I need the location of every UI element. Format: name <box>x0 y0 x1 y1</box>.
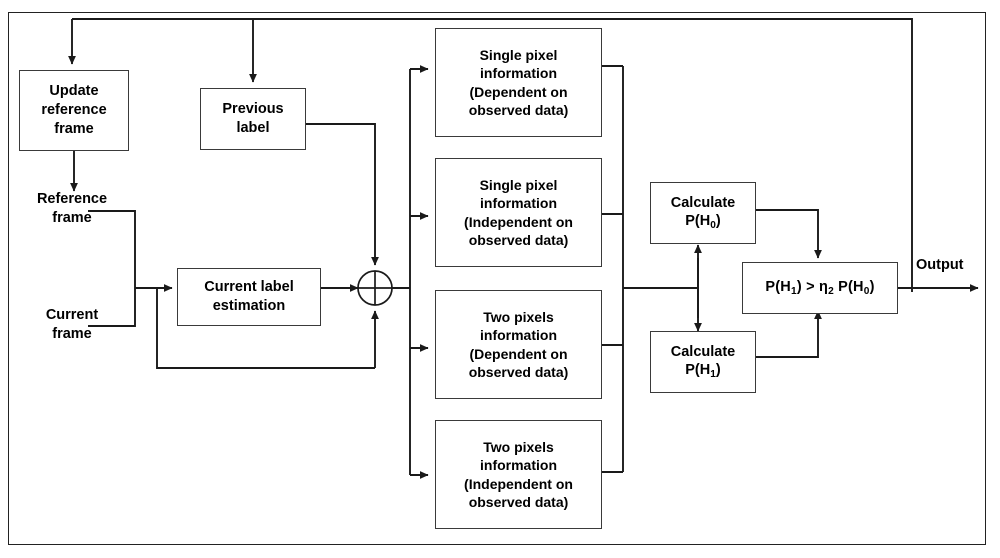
node-update-reference-frame[interactable]: Update reference frame <box>19 70 129 151</box>
node-decision-test[interactable]: P(H1) > η2 P(H0) <box>742 262 898 314</box>
diagram-outer-frame <box>8 12 986 545</box>
node-single-pixel-dependent-line-3: (Dependent on <box>469 83 568 100</box>
label-current-frame-line-1: Current <box>45 307 99 323</box>
node-two-pixels-dependent-line-2: information <box>480 327 557 344</box>
node-single-pixel-dependent-line-2: information <box>480 65 557 82</box>
decision-p0-prefix: P(H <box>838 278 864 295</box>
decision-expression: P(H1) > η2 P(H0) <box>765 278 874 298</box>
node-calculate-p-h0[interactable]: Calculate P(H0) <box>650 182 756 244</box>
decision-p1-suffix: ) <box>796 278 802 295</box>
decision-eta: η <box>819 278 829 295</box>
node-two-pixels-dependent-line-4: observed data) <box>468 363 569 380</box>
node-calculate-p-h1[interactable]: Calculate P(H1) <box>650 331 756 393</box>
decision-p0-suffix: ) <box>869 278 875 295</box>
node-single-pixel-independent-line-1: Single pixel <box>479 177 558 194</box>
label-reference-frame-line-1: Reference <box>36 191 108 207</box>
node-previous-label-line-1: Previous <box>222 101 284 118</box>
node-two-pixels-independent-line-3: (Independent on <box>464 475 573 492</box>
label-current-frame: Current frame <box>22 306 122 344</box>
node-update-reference-frame-line-3: frame <box>54 120 94 137</box>
node-previous-label[interactable]: Previous label <box>200 88 306 150</box>
node-two-pixels-dependent-line-3: (Dependent on <box>469 345 568 362</box>
node-single-pixel-dependent-line-4: observed data) <box>468 101 569 118</box>
node-two-pixels-independent[interactable]: Two pixels information (Independent on o… <box>435 420 602 529</box>
node-single-pixel-independent[interactable]: Single pixel information (Independent on… <box>435 158 602 267</box>
label-current-frame-line-2: frame <box>52 325 92 342</box>
wire-output-feedback-top <box>72 18 913 292</box>
node-previous-label-line-2: label <box>236 120 270 136</box>
summing-junction-symbol <box>357 270 393 306</box>
node-two-pixels-independent-line-2: information <box>480 457 557 474</box>
wire-reference-frame-to-bus <box>88 210 136 288</box>
calc-h0-suffix: ) <box>715 213 721 230</box>
label-reference-frame: Reference frame <box>22 190 122 228</box>
node-calculate-p-h1-line-2: P(H1) <box>685 361 720 381</box>
node-single-pixel-dependent-line-1: Single pixel <box>479 47 558 64</box>
wire-calc-h1-to-decision <box>756 310 822 358</box>
decision-eta-subscript: 2 <box>828 285 834 297</box>
decision-p1-subscript: 1 <box>790 285 797 297</box>
node-two-pixels-dependent[interactable]: Two pixels information (Dependent on obs… <box>435 290 602 399</box>
node-current-label-estimation-line-2: estimation <box>212 298 286 314</box>
node-two-pixels-independent-line-4: observed data) <box>468 493 569 510</box>
node-single-pixel-dependent[interactable]: Single pixel information (Dependent on o… <box>435 28 602 137</box>
wire-current-frame-to-bus <box>88 288 136 327</box>
node-current-label-estimation-line-1: Current label <box>204 279 294 296</box>
node-update-reference-frame-line-2: reference <box>41 102 107 119</box>
node-calculate-p-h1-line-1: Calculate <box>670 343 736 360</box>
node-single-pixel-independent-line-4: observed data) <box>468 231 569 248</box>
calc-h1-suffix: ) <box>715 362 721 379</box>
decision-p1-prefix: P(H <box>765 278 791 295</box>
calc-h0-subscript: 0 <box>710 220 716 232</box>
node-two-pixels-independent-line-1: Two pixels <box>483 439 554 456</box>
node-calculate-p-h0-line-1: Calculate <box>670 194 736 211</box>
wire-lower-feedback-loop <box>156 288 375 369</box>
calc-h1-prefix: P(H <box>685 362 711 379</box>
node-single-pixel-independent-line-3: (Independent on <box>464 213 573 230</box>
decision-p0-subscript: 0 <box>863 285 870 297</box>
label-reference-frame-line-2: frame <box>52 209 92 226</box>
node-update-reference-frame-line-1: Update <box>49 83 99 100</box>
label-output: Output <box>916 257 964 273</box>
calc-h1-subscript: 1 <box>710 369 716 381</box>
decision-operator: > <box>806 278 815 295</box>
node-current-label-estimation[interactable]: Current label estimation <box>177 268 321 326</box>
node-single-pixel-independent-line-2: information <box>480 195 557 212</box>
wire-previous-label-to-summing-junction <box>306 123 379 266</box>
wire-calc-h0-to-decision <box>756 209 822 259</box>
node-two-pixels-dependent-line-1: Two pixels <box>483 309 554 326</box>
calc-h0-prefix: P(H <box>685 213 711 230</box>
node-calculate-p-h0-line-2: P(H0) <box>685 212 720 232</box>
